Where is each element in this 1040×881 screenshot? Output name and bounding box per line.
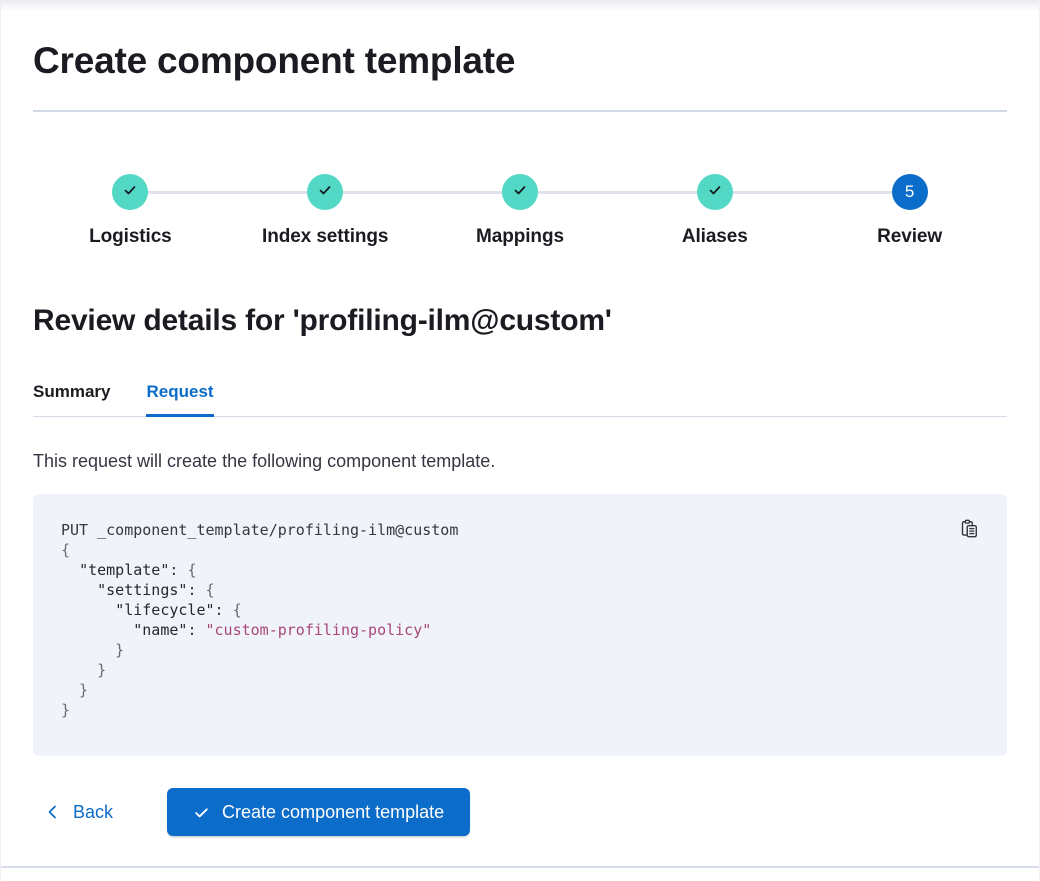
tab-summary[interactable]: Summary bbox=[33, 382, 111, 401]
review-tabs: Summary Request bbox=[33, 382, 1007, 417]
step-complete-indicator[interactable] bbox=[696, 174, 733, 210]
check-icon bbox=[512, 182, 528, 203]
step-review[interactable]: 5 Review bbox=[812, 174, 1007, 248]
copy-clipboard-icon[interactable] bbox=[957, 516, 981, 540]
step-current-indicator[interactable]: 5 bbox=[891, 174, 928, 210]
page-top-divider bbox=[1, 0, 1039, 10]
step-logistics[interactable]: Logistics bbox=[33, 174, 228, 248]
chevron-left-icon bbox=[45, 804, 61, 820]
request-description: This request will create the following c… bbox=[33, 451, 496, 471]
step-mappings[interactable]: Mappings bbox=[423, 174, 618, 248]
review-heading: Review details for 'profiling-ilm@custom… bbox=[33, 304, 612, 337]
step-aliases[interactable]: Aliases bbox=[617, 174, 812, 248]
check-icon bbox=[317, 182, 333, 203]
back-button[interactable]: Back bbox=[33, 796, 125, 829]
check-icon bbox=[193, 804, 210, 821]
code-content: PUT _component_template/profiling-ilm@cu… bbox=[61, 521, 459, 719]
step-label: Logistics bbox=[89, 226, 172, 247]
step-label: Index settings bbox=[262, 226, 389, 247]
create-button-label: Create component template bbox=[222, 801, 445, 822]
step-label: Aliases bbox=[681, 226, 748, 247]
step-complete-indicator[interactable] bbox=[501, 174, 538, 210]
tab-request[interactable]: Request bbox=[146, 382, 214, 417]
title-divider bbox=[33, 110, 1007, 112]
step-complete-indicator[interactable] bbox=[112, 174, 149, 210]
step-label: Review bbox=[877, 226, 943, 247]
page-title: Create component template bbox=[33, 40, 516, 81]
step-number: 5 bbox=[904, 182, 915, 201]
request-code-block: PUT _component_template/profiling-ilm@cu… bbox=[33, 494, 1007, 756]
step-index-settings[interactable]: Index settings bbox=[228, 174, 423, 248]
wizard-stepper: Logistics Index settings Mappings bbox=[33, 174, 1007, 248]
check-icon bbox=[707, 182, 723, 203]
back-button-label: Back bbox=[73, 801, 114, 822]
create-component-template-button[interactable]: Create component template bbox=[167, 788, 471, 836]
footer-actions: Back Create component template bbox=[33, 788, 1007, 836]
step-label: Mappings bbox=[476, 226, 564, 247]
page-bottom-divider bbox=[1, 866, 1039, 868]
step-complete-indicator[interactable] bbox=[307, 174, 344, 210]
check-icon bbox=[122, 182, 138, 203]
